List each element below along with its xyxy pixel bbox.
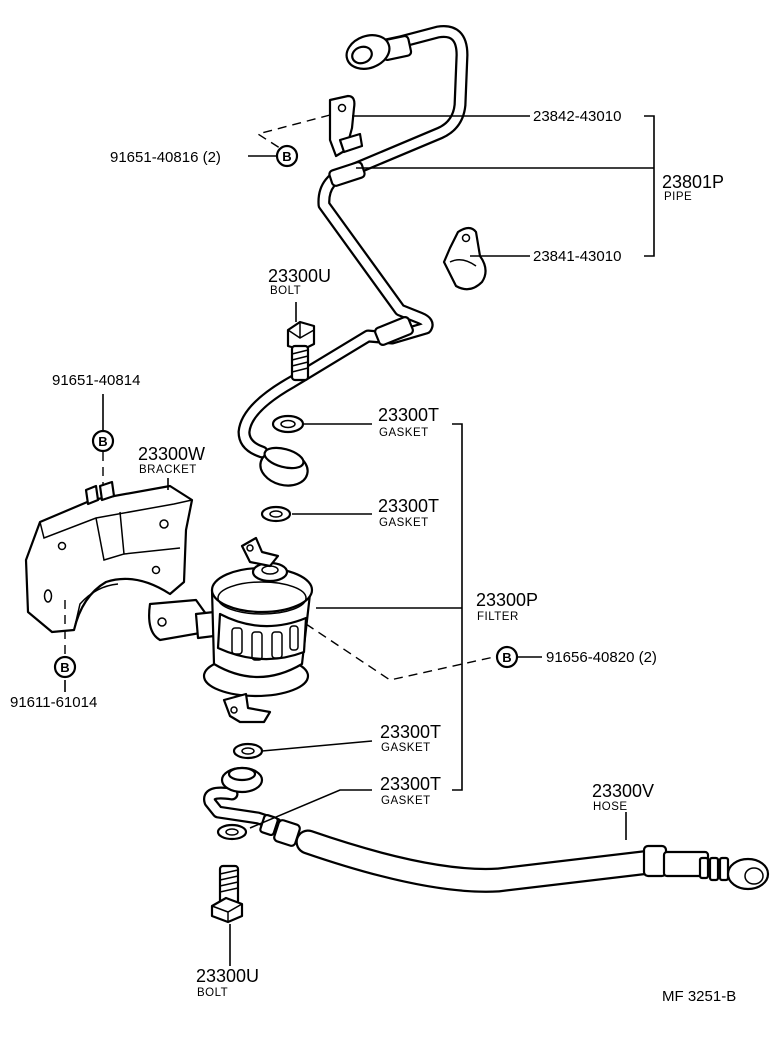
label-gasket-4-name: GASKET <box>381 795 431 807</box>
label-filter-number: 23300P <box>476 590 538 610</box>
fuel-hose <box>203 766 770 893</box>
figure-reference: MF 3251-B <box>662 988 736 1005</box>
label-gasket-1-name: GASKET <box>379 427 429 439</box>
label-gasket-4-number: 23300T <box>380 774 441 794</box>
svg-text:B: B <box>282 149 291 164</box>
label-bracket-bolt-top: 91651-40816 (2) <box>110 149 221 166</box>
gasket-3 <box>232 742 264 760</box>
label-bracket-bolt-lower: 91611-61014 <box>10 694 97 711</box>
svg-text:B: B <box>60 660 69 675</box>
bolt-symbol-top: B <box>275 144 299 168</box>
label-gasket-3-number: 23300T <box>380 722 441 742</box>
label-gasket-2-name: GASKET <box>379 517 429 529</box>
bolt-symbol-bracket-top: B <box>91 429 115 453</box>
union-bolt-top <box>286 320 316 382</box>
label-hose-name: HOSE <box>593 801 628 813</box>
label-pipe-name: PIPE <box>664 191 692 203</box>
label-bracket-bolt-left: 91651-40814 <box>52 372 140 389</box>
bracket <box>24 480 194 634</box>
svg-text:B: B <box>98 434 107 449</box>
bolt-symbol-filter: B <box>495 645 519 669</box>
fuel-filter <box>148 536 314 724</box>
label-hose-number: 23300V <box>592 781 654 801</box>
label-pipe-number: 23801P <box>662 172 724 192</box>
leader-dashed-filter-bolt <box>305 623 495 681</box>
fuel-pipe <box>237 25 469 487</box>
label-bolt-bottom-name: BOLT <box>197 987 228 999</box>
gasket-2 <box>260 505 292 523</box>
label-bracket-number: 23300W <box>138 444 205 464</box>
label-bolt-bottom-number: 23300U <box>196 966 259 986</box>
svg-text:B: B <box>502 650 511 665</box>
gasket-1 <box>271 414 305 434</box>
pipe-clamp-23841 <box>442 226 487 291</box>
label-bracket-name: BRACKET <box>139 464 197 476</box>
union-bolt-bottom <box>210 864 244 924</box>
label-bolt-top-name: BOLT <box>270 285 301 297</box>
label-gasket-3-name: GASKET <box>381 742 431 754</box>
label-gasket-2-number: 23300T <box>378 496 439 516</box>
label-filter-bolt: 91656-40820 (2) <box>546 649 657 666</box>
pipe-clamp-23842 <box>328 94 364 158</box>
label-pipe-clamp-2: 23841-43010 <box>533 248 621 265</box>
label-filter-name: FILTER <box>477 611 519 623</box>
label-gasket-1-number: 23300T <box>378 405 439 425</box>
leader-lines <box>64 115 655 966</box>
label-bolt-top-number: 23300U <box>268 266 331 286</box>
leader-dashed-bolt-top <box>256 114 331 153</box>
gasket-4 <box>216 823 248 841</box>
label-pipe-clamp-1: 23842-43010 <box>533 108 621 125</box>
bolt-symbol-bracket-bottom: B <box>53 655 77 679</box>
